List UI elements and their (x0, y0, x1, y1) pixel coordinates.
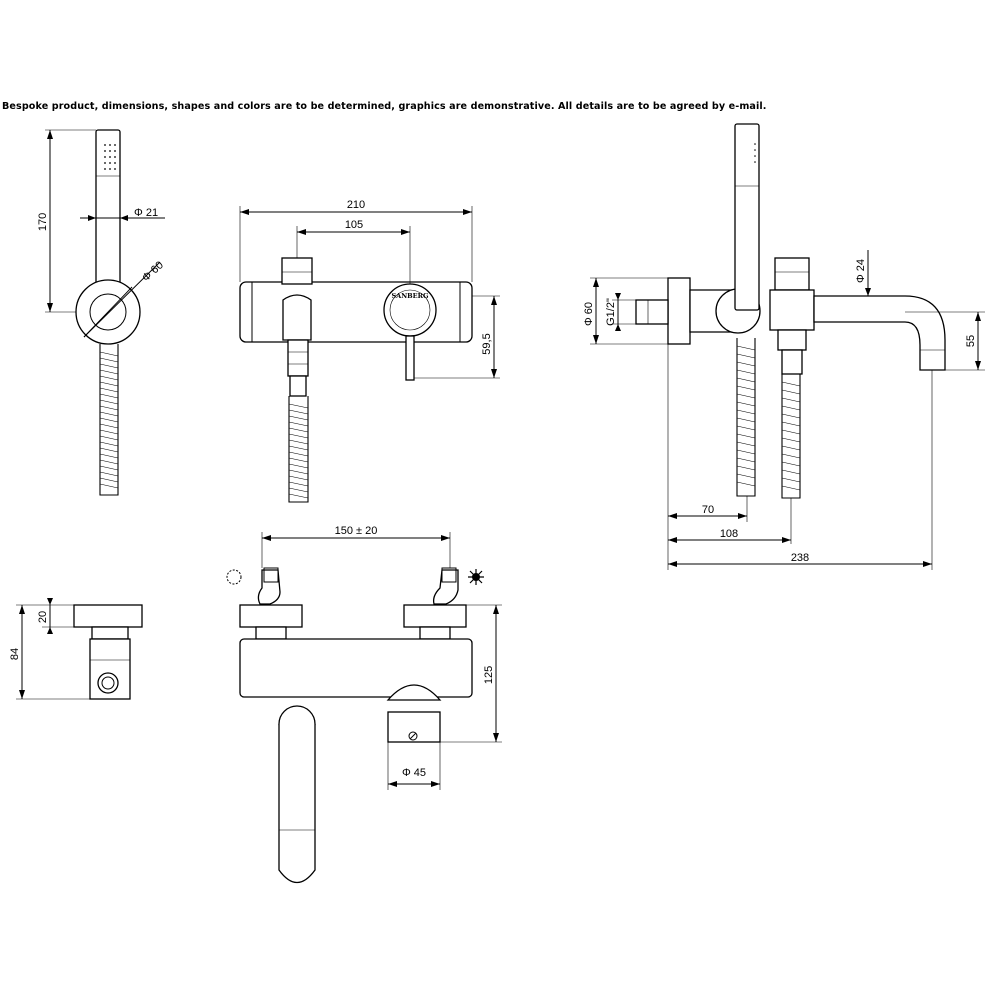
notice-text: Bespoke product, dimensions, shapes and … (2, 101, 767, 112)
dim-wall-flange-diameter: Φ 60 (140, 259, 166, 284)
cold-water-icon (226, 569, 242, 585)
holder-side-view: 20 84 (9, 598, 143, 700)
front-view: SANBERG 210 105 59,5 (239, 199, 500, 503)
dim-side-flange-diameter: Φ 60 (583, 302, 595, 326)
spray-nozzles (104, 144, 116, 170)
top-view: 150 ± 20 125 Φ 45 (226, 525, 502, 884)
side-view: Φ 60 G1/2" Φ 24 55 70 108 238 (583, 123, 985, 570)
dim-projection-238: 238 (791, 552, 809, 564)
dim-bracket-depth: 84 (9, 648, 21, 660)
brand-mark: SANBERG (391, 292, 429, 300)
hot-water-icon (468, 569, 484, 585)
dim-spout-drop: 55 (965, 335, 977, 347)
dim-thread: G1/2" (605, 298, 617, 326)
handshower-view: 170 Φ 21 Φ 60 (37, 129, 166, 496)
dim-handshower-diameter: Φ 21 (134, 207, 158, 219)
dim-projection-108: 108 (720, 528, 738, 540)
dim-body-height: 59,5 (481, 333, 493, 354)
shower-hose (99, 344, 119, 496)
dim-body-width: 210 (347, 199, 365, 211)
top-knob (387, 711, 441, 743)
mixer-body-top (239, 638, 473, 698)
dim-flange-depth: 20 (37, 611, 49, 623)
dim-body-depth-total: 125 (483, 666, 495, 684)
side-handshower (734, 123, 760, 311)
spout (813, 295, 946, 371)
dim-inlet-spacing: 150 ± 20 (335, 525, 378, 537)
dim-handshower-height: 170 (37, 213, 49, 231)
mixer-body-front (239, 281, 473, 343)
side-wall-flange (667, 277, 691, 345)
dim-spout-diameter: Φ 24 (855, 259, 867, 283)
dim-projection-70: 70 (702, 504, 714, 516)
dim-handle-spacing: 105 (345, 219, 363, 231)
dim-knob-diameter: Φ 45 (402, 767, 426, 779)
diverter-knob (281, 257, 313, 285)
